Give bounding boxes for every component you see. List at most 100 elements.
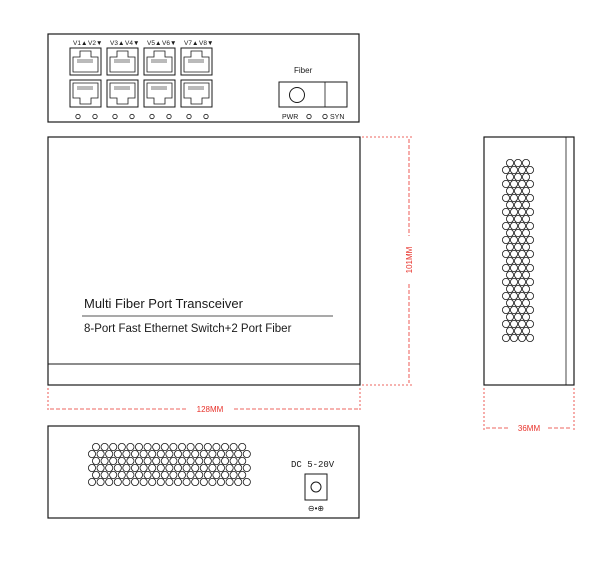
vent-hole	[203, 470, 212, 479]
vent-hole	[518, 235, 527, 244]
vent-hole	[130, 449, 139, 458]
vent-hole	[143, 470, 152, 479]
vent-hole	[514, 186, 523, 195]
vent-hole	[182, 449, 191, 458]
vent-hole	[160, 442, 169, 451]
vent-hole	[518, 207, 527, 216]
port-led-group	[75, 113, 209, 120]
vent-hole	[92, 442, 101, 451]
vent-hole	[229, 470, 238, 479]
vent-hole	[234, 477, 243, 486]
vent-hole	[117, 470, 126, 479]
vent-hole	[169, 470, 178, 479]
vent-hole	[109, 470, 118, 479]
rj45-port-icon	[106, 47, 139, 76]
vent-hole	[152, 456, 161, 465]
vent-hole	[199, 477, 208, 486]
vent-hole	[130, 463, 139, 472]
vent-hole	[505, 228, 514, 237]
top-view-body	[47, 136, 361, 386]
vent-hole	[514, 228, 523, 237]
dc-power-label: DC 5-20V	[291, 460, 335, 470]
polarity-icon: ⊖•⊕	[308, 504, 324, 513]
vent-hole	[195, 470, 204, 479]
fiber-connector-icon	[289, 87, 305, 103]
vent-hole	[88, 449, 97, 458]
vent-hole	[229, 456, 238, 465]
top-view: Multi Fiber Port Transceiver 8-Port Fast…	[47, 136, 361, 386]
vent-hole	[518, 291, 527, 300]
vent-hole	[96, 463, 105, 472]
rj45-port-icon	[69, 79, 102, 108]
vent-hole	[220, 456, 229, 465]
vent-hole	[522, 312, 531, 321]
vent-hole	[526, 291, 535, 300]
vent-hole	[501, 333, 510, 342]
vent-hole	[509, 193, 518, 202]
rj45-port-icon	[106, 79, 139, 108]
vent-hole	[242, 477, 251, 486]
vent-hole	[182, 463, 191, 472]
front-panel: V1▲V2▼V3▲V4▼V5▲V6▼V7▲V8▼ Fiber PWR SYN	[47, 33, 360, 123]
vent-hole	[191, 449, 200, 458]
vent-hole	[526, 305, 535, 314]
vent-hole	[514, 200, 523, 209]
vent-hole	[169, 442, 178, 451]
vent-hole	[208, 477, 217, 486]
vent-hole	[126, 442, 135, 451]
vent-hole	[505, 242, 514, 251]
vent-hole	[156, 449, 165, 458]
vent-hole	[165, 449, 174, 458]
pwr-led	[306, 113, 312, 120]
vent-hole	[173, 477, 182, 486]
vent-hole	[208, 463, 217, 472]
vent-hole	[505, 158, 514, 167]
vent-hole	[113, 449, 122, 458]
vent-hole	[117, 442, 126, 451]
vent-hole	[505, 270, 514, 279]
vent-hole	[105, 477, 114, 486]
vent-hole	[225, 477, 234, 486]
vent-hole	[109, 456, 118, 465]
vent-hole	[134, 442, 143, 451]
vent-hole	[514, 326, 523, 335]
vent-hole	[526, 207, 535, 216]
dc-jack-socket-icon	[310, 481, 322, 493]
rj45-port-icon	[180, 47, 213, 76]
vent-hole	[526, 179, 535, 188]
vent-hole	[92, 456, 101, 465]
port-label: V1▲	[73, 40, 87, 47]
vent-hole	[148, 477, 157, 486]
vent-hole	[156, 477, 165, 486]
vent-hole	[139, 463, 148, 472]
width-dimension: 128MM	[47, 388, 361, 414]
port-label: V3▲	[110, 40, 124, 47]
vent-hole	[216, 477, 225, 486]
vent-hole	[522, 270, 531, 279]
vent-hole	[522, 256, 531, 265]
width-dimension-label: 128MM	[197, 405, 224, 414]
rj45-port-group	[69, 47, 213, 108]
rj45-port-icon	[143, 47, 176, 76]
vent-hole	[191, 477, 200, 486]
vent-hole	[505, 298, 514, 307]
vent-hole	[160, 470, 169, 479]
vent-hole	[505, 172, 514, 181]
vent-hole	[234, 449, 243, 458]
vent-hole	[195, 456, 204, 465]
vent-hole	[177, 456, 186, 465]
port-label: V8▼	[199, 40, 213, 47]
vent-hole	[191, 463, 200, 472]
port-led	[129, 113, 135, 120]
vent-hole	[225, 449, 234, 458]
vent-hole	[148, 449, 157, 458]
vent-hole	[212, 442, 221, 451]
port-label: V6▼	[162, 40, 176, 47]
vent-hole	[509, 221, 518, 230]
vent-hole	[229, 442, 238, 451]
vent-hole	[514, 158, 523, 167]
vent-hole	[509, 333, 518, 342]
vent-hole	[126, 456, 135, 465]
vent-hole	[208, 449, 217, 458]
